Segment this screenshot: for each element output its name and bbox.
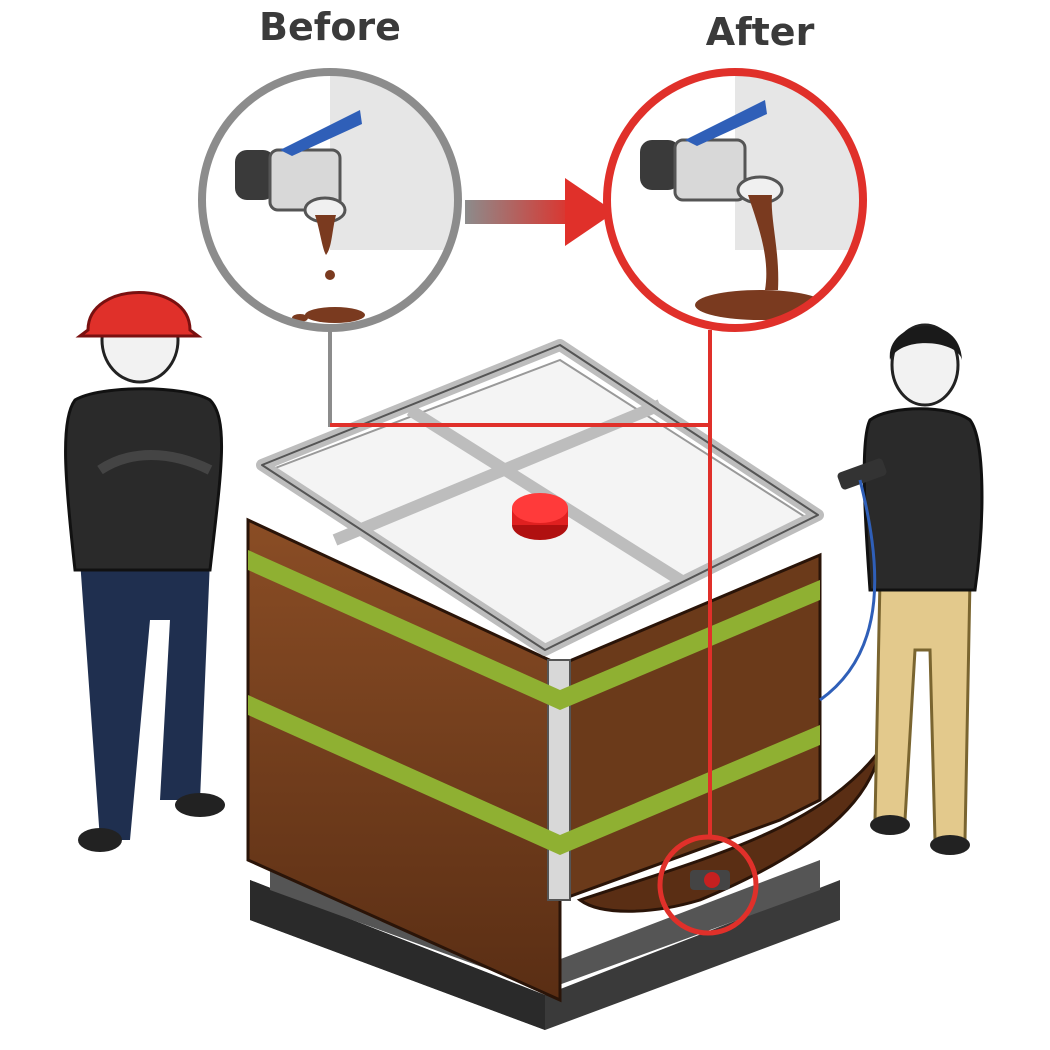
worker-with-helmet — [64, 291, 225, 852]
meter-icon — [837, 458, 887, 490]
technician-with-meter — [819, 323, 984, 855]
after-label: After — [706, 10, 815, 54]
heating-jacket-left — [246, 517, 562, 1003]
before-label: Before — [259, 5, 401, 49]
callout-lines — [328, 330, 712, 835]
valve-flowing-icon — [640, 100, 839, 320]
helmet-icon — [75, 291, 203, 338]
probe-cable — [819, 479, 877, 702]
before-detail — [198, 68, 462, 332]
jacket-straps — [248, 550, 820, 855]
ibc-tank — [246, 339, 882, 1030]
tank-cap — [512, 493, 568, 540]
after-detail — [603, 68, 867, 332]
valve-dripping-icon — [235, 110, 365, 323]
bottom-valve — [690, 870, 730, 890]
pallet-base — [250, 860, 840, 1030]
arrow-right-icon — [465, 178, 615, 246]
valve-highlight-ring — [657, 834, 759, 936]
